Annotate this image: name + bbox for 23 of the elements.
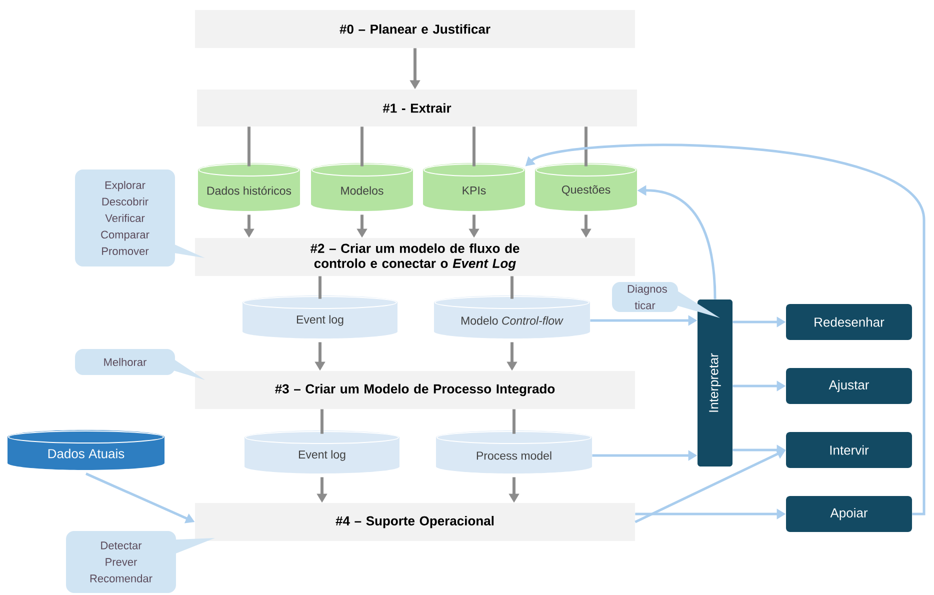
callout-bubble: Explorar Descobrir Verificar Comparar Promover [75,170,205,266]
database-cylinder: Dados históricos [198,163,300,211]
process-step-box: #0 – Planear e Justificar [195,10,635,48]
callout-bubble: Melhorar [75,349,205,380]
callout-bubble: Detectar Prever Recomendar [66,531,215,593]
database-cylinder: Modelo Control-flow [434,296,590,338]
database-cylinder: Event log [242,296,398,338]
action-box: Ajustar [786,368,912,404]
interpret-bar: Interpretar [698,300,732,466]
process-step-box: #2 – Criar um modelo de fluxo de controlo e conectar o Event Log [195,238,635,276]
database-cylinder: KPIs [423,163,525,211]
database-cylinder: Process model [436,430,592,474]
database-cylinder: Dados Atuais [8,430,164,470]
action-box: Redesenhar [786,304,912,340]
action-box: Apoiar [786,496,912,532]
process-step-box: #3 – Criar um Modelo de Processo Integrado [195,371,635,409]
callout-bubble: Diagnos ticar [612,282,720,318]
process-step-box: #1 - Extrair [197,90,637,126]
database-cylinder: Event log [244,430,400,474]
database-cylinder: Modelos [311,163,413,211]
process-step-box: #4 – Suporte Operacional [195,503,635,541]
action-box: Intervir [786,432,912,468]
database-cylinder: Questões [535,163,637,211]
